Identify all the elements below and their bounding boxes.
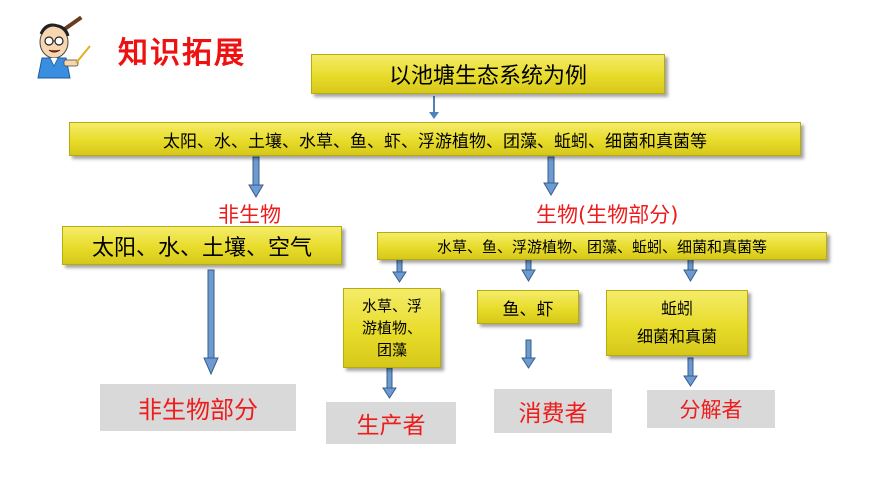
producers-line-3: 团藻	[376, 341, 407, 359]
biotic-items-box: 水草、鱼、浮游植物、团藻、蚯蚓、细菌和真菌等	[377, 232, 827, 260]
producers-line-1: 水草、浮	[361, 297, 422, 315]
page-title: 知识拓展	[118, 36, 246, 71]
biotic-items: 水草、鱼、浮游植物、团藻、蚯蚓、细菌和真菌等	[436, 237, 767, 256]
abiotic-items-box: 太阳、水、土壤、空气	[62, 226, 342, 265]
arrow-to-decomposer-role	[683, 357, 698, 387]
abiotic-label: 非生物	[218, 203, 281, 227]
producers-line-2: 游植物、	[361, 319, 422, 337]
arrow-abiotic-to-result	[203, 269, 219, 376]
arrow-to-biotic	[543, 156, 559, 196]
components-box: 太阳、水、土壤、水草、鱼、虾、浮游植物、团藻、蚯蚓、细菌和真菌等	[69, 122, 801, 156]
biotic-label: 生物(生物部分)	[536, 203, 679, 227]
arrow-to-producer-role	[382, 367, 397, 399]
arrow-root-to-components	[429, 96, 439, 119]
consumer-role: 消费者	[518, 401, 588, 427]
components-label: 太阳、水、土壤、水草、鱼、虾、浮游植物、团藻、蚯蚓、细菌和真菌等	[163, 131, 707, 152]
consumers-box: 鱼、虾	[477, 290, 579, 324]
root-label: 以池塘生态系统为例	[388, 64, 587, 89]
decomposer-role: 分解者	[679, 398, 743, 422]
decomposers-box: 蚯蚓 细菌和真菌	[606, 290, 748, 356]
abiotic-result: 非生物部分	[138, 396, 258, 424]
abiotic-items: 太阳、水、土壤、空气	[91, 235, 312, 261]
decomposers-line-1: 蚯蚓	[660, 299, 693, 318]
abiotic-result-box: 非生物部分	[100, 384, 296, 431]
consumers-items: 鱼、虾	[502, 299, 554, 320]
decomposers-line-2: 细菌和真菌	[636, 327, 717, 346]
arrow-to-abiotic	[248, 156, 264, 198]
teacher-mascot-icon	[37, 15, 91, 79]
decomposer-role-box: 分解者	[647, 390, 775, 428]
root-box: 以池塘生态系统为例	[311, 54, 665, 94]
consumer-role-box: 消费者	[494, 389, 612, 433]
producer-role: 生产者	[356, 413, 426, 439]
arrow-to-consumer-role	[521, 339, 536, 369]
producer-role-box: 生产者	[326, 402, 456, 444]
arrow-to-consumers-box	[521, 255, 536, 282]
producers-box: 水草、浮 游植物、 团藻	[343, 288, 441, 368]
